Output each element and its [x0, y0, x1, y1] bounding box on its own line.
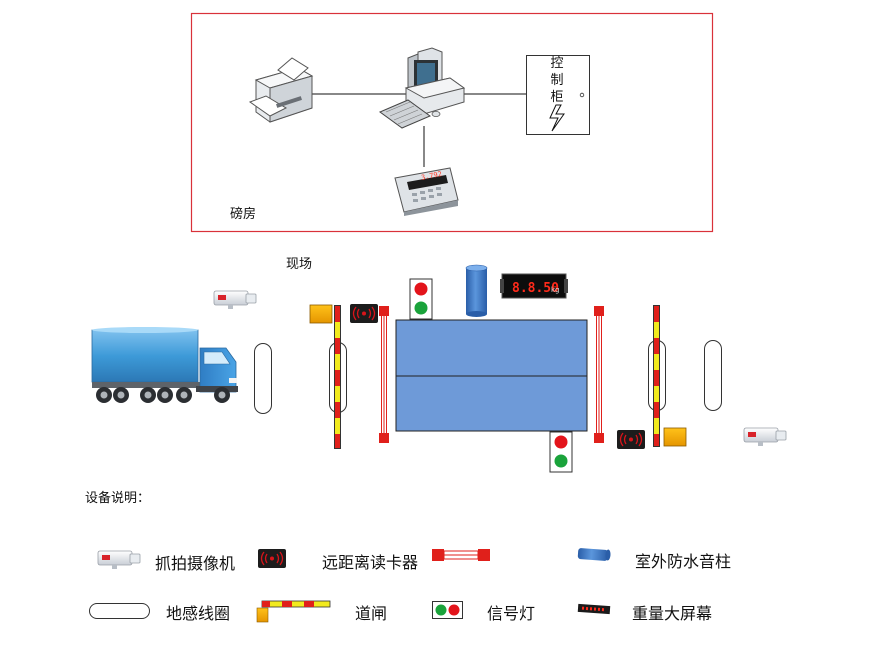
- cabinet-handle: [579, 92, 585, 98]
- barrier-gate: [653, 305, 687, 447]
- legend-loop-icon: [89, 603, 150, 619]
- camera-icon: [743, 427, 787, 447]
- legend-label-barrier: 道闸: [355, 604, 388, 623]
- legend-camera-icon: [97, 550, 141, 570]
- screen-digits: 8.8.50: [512, 281, 559, 296]
- site-label: 现场: [286, 257, 313, 272]
- legend-barrier-icon: [256, 600, 331, 623]
- legend-label-loop: 地感线圈: [166, 604, 231, 623]
- cabinet-char: 制: [550, 73, 564, 88]
- legend-title: 设备说明：: [85, 491, 151, 506]
- legend-antenna-icon: [432, 549, 490, 561]
- network-lines: [308, 93, 526, 167]
- barrier-gate: [309, 304, 341, 449]
- legend-label-camera: 抓拍摄像机: [155, 554, 236, 573]
- cabinet-char: 柜: [550, 90, 564, 105]
- legend-rfid-icon: [257, 548, 287, 569]
- truck-icon: [91, 327, 238, 403]
- rfid-antenna-bars: [379, 306, 604, 443]
- legend-label-rfid: 远距离读卡器: [322, 553, 419, 572]
- cabinet-char: 控: [550, 56, 564, 71]
- rfid-reader: [616, 429, 646, 450]
- signal-light: [549, 431, 573, 473]
- control-cabinet: [526, 55, 590, 135]
- camera-icon: [213, 290, 257, 310]
- speaker-column: [465, 264, 488, 317]
- weighing-platform: [395, 319, 588, 432]
- printer-icon: [248, 57, 314, 123]
- legend-screen-icon: [577, 603, 611, 615]
- signal-light: [409, 278, 433, 320]
- legend-label-speaker: 室外防水音柱: [635, 552, 732, 571]
- ground-loop: [704, 340, 722, 411]
- cabinet-label: 控 制 柜: [550, 55, 564, 106]
- control-room-label: 磅房: [230, 207, 257, 222]
- ground-loop: [254, 343, 272, 414]
- computer-icon: [378, 47, 466, 129]
- weighing-indicator: [394, 167, 459, 216]
- screen-unit: kg: [551, 286, 560, 294]
- legend-label-screen: 重量大屏幕: [632, 604, 713, 623]
- lightning-icon: [549, 104, 565, 132]
- legend-signal-icon: [432, 601, 463, 619]
- legend-label-signal: 信号灯: [487, 604, 536, 623]
- control-room-frame: [190, 12, 714, 233]
- legend-speaker-icon: [577, 548, 611, 561]
- weight-display-screen: [500, 273, 568, 299]
- rfid-reader: [349, 303, 379, 324]
